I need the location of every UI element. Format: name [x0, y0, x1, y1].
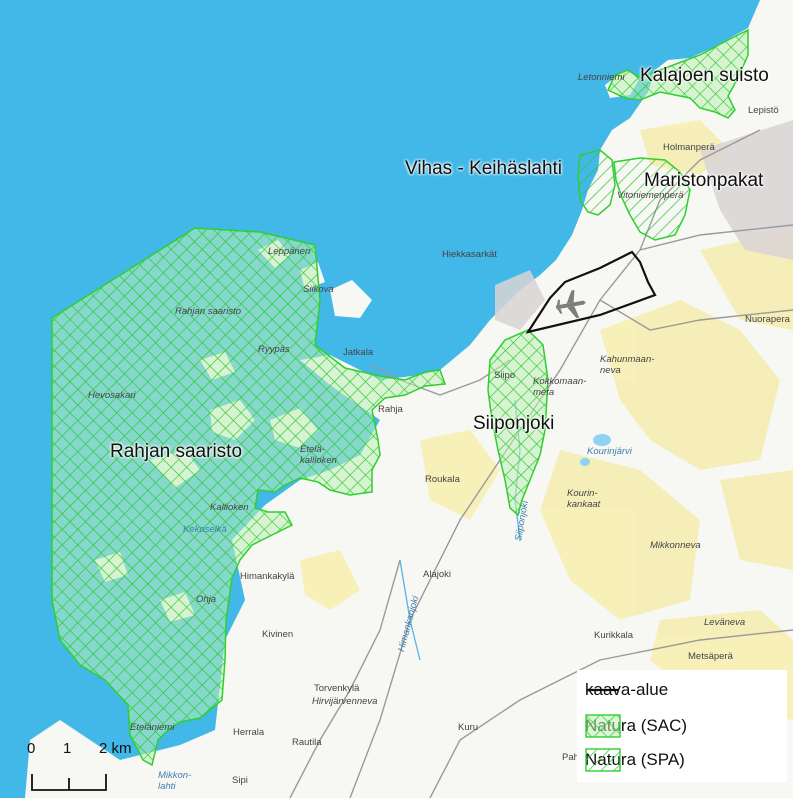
- place-mikkonlahti: Mikkon-lahti: [158, 770, 192, 792]
- label-maristonpakat: Maristonpakat: [644, 170, 764, 191]
- place-kahunmaanneva: Kahunmaan-neva: [600, 354, 655, 376]
- place-hirvijarvenneva: Hirvijärvenneva: [312, 696, 378, 707]
- crosshatch-icon: [585, 714, 621, 738]
- line-icon: [587, 688, 619, 692]
- diagonal-hatch-icon: [585, 748, 621, 772]
- place-ohja: Ohja: [196, 594, 217, 605]
- legend-item-natura-spa: Natura (SPA): [585, 748, 685, 772]
- place-letonniemi: Letonniemi: [578, 72, 625, 83]
- place-kekoselka: Kekoselkä: [183, 524, 227, 535]
- place-kivinen: Kivinen: [262, 629, 294, 640]
- place-lepisto: Lepistö: [748, 105, 779, 116]
- natura-siiponjoki: [487, 329, 549, 517]
- place-kallioken: Kallioken: [210, 502, 249, 513]
- place-kourinjarvi: Kourinjärvi: [587, 446, 632, 457]
- place-kuru: Kuru: [458, 722, 479, 733]
- scale-tick-0: 0: [27, 740, 36, 757]
- place-siikova: Siikova: [303, 284, 334, 295]
- place-leppanen: Leppänen: [268, 246, 311, 257]
- plan-area-boundary: [525, 250, 657, 334]
- place-alajoki: Alajoki: [423, 569, 451, 580]
- natura-rahjan-saaristo: [51, 227, 447, 767]
- scale-bar: 0 1 2 km: [22, 740, 152, 795]
- place-hiekkasarkat: Hiekkasarkät: [442, 249, 497, 260]
- place-etela-kallioken: Etelä-kallioken: [300, 444, 337, 466]
- natura-sac-areas: [51, 28, 749, 767]
- natura-maristonpakat: [613, 157, 691, 241]
- legend-item-plan-area: kaava-alue: [585, 678, 668, 702]
- airplane-icon: [555, 289, 586, 319]
- scale-tick-1: 1: [63, 740, 72, 757]
- place-mikkonneva: Mikkonneva: [650, 540, 701, 551]
- place-vitoniemenpera: Vitoniemenperä: [617, 190, 684, 201]
- legend-item-natura-sac: Natura (SAC): [585, 714, 687, 738]
- place-roukala: Roukala: [425, 474, 460, 485]
- legend: kaava-alue Natura (SAC) Natura (SPA): [577, 670, 787, 782]
- place-hevosakari: Hevosakari: [88, 390, 136, 401]
- natura-vihas-keihaslahti: [577, 149, 616, 216]
- place-holmanpera: Holmanperä: [663, 142, 715, 153]
- place-rautila: Rautila: [292, 737, 322, 748]
- place-kurikkala: Kurikkala: [594, 630, 634, 641]
- place-himankakyla: Himankakylä: [240, 571, 295, 582]
- urban-areas: [495, 120, 793, 330]
- scale-tick-2: 2 km: [99, 740, 132, 757]
- legend-label: kaava-alue: [585, 680, 669, 699]
- place-levaneva: Leväneva: [704, 617, 746, 628]
- place-metsapera: Metsäperä: [688, 651, 733, 662]
- place-ryypas: Ryypäs: [258, 344, 290, 355]
- place-rahjan-saaristo-small: Rahjan saaristo: [175, 306, 242, 317]
- natura-kalajoen-suisto: [607, 28, 749, 119]
- label-siiponjoki: Siiponjoki: [473, 413, 555, 434]
- place-herrala: Herrala: [233, 727, 265, 738]
- label-vihas-keihaslahti: Vihas - Keihäslahti: [405, 158, 563, 179]
- place-siipo: Siipo: [494, 370, 516, 381]
- place-rahja: Rahja: [378, 404, 403, 415]
- place-jatkala: Jatkala: [343, 347, 374, 358]
- label-rahjan-saaristo: Rahjan saaristo: [110, 441, 243, 462]
- place-kokkomaanmeta: Kokkomaan-meta: [533, 376, 587, 398]
- lakes: [580, 434, 611, 466]
- natura-spa-areas: [577, 149, 691, 241]
- scale-bar-line: [31, 774, 107, 791]
- place-kourinkankaat: Kourin-kankaat: [567, 488, 601, 510]
- place-nuorapera: Nuorapera: [745, 314, 790, 325]
- place-torvenkyla: Torvenkylä: [314, 683, 360, 694]
- place-sipi: Sipi: [232, 775, 248, 786]
- label-kalajoen-suisto: Kalajoen suisto: [640, 65, 769, 86]
- place-etelaniemi: Eteläniemi: [130, 722, 175, 733]
